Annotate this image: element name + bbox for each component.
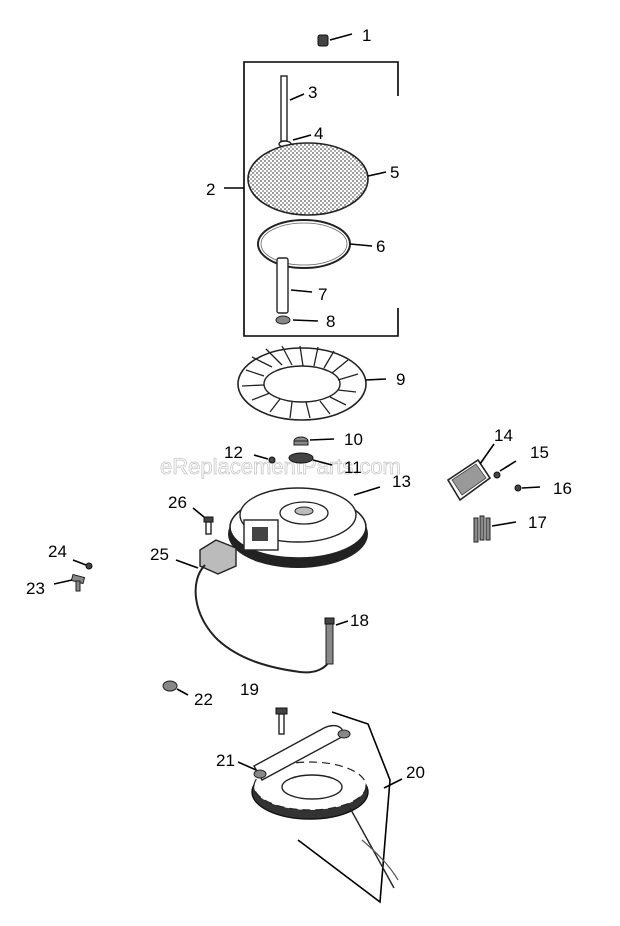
callout-25: 25 [150,545,169,564]
callout-23: 23 [26,579,45,598]
callout-6: 6 [376,237,385,256]
part-19-bolt [275,707,288,735]
part-17-connector [473,515,517,543]
part-2-screen-assembly-bracket [224,61,399,337]
callout-5: 5 [390,163,399,182]
callout-17: 17 [528,513,547,532]
callout-26: 26 [168,493,187,512]
part-26-screw [192,507,214,535]
callout-12: 12 [224,443,243,462]
part-22-terminal [162,680,189,696]
callout-21: 21 [216,751,235,770]
callout-9: 9 [396,370,405,389]
part-6-retaining-ring [257,219,373,269]
part-20-stator [251,711,403,904]
callout-24: 24 [48,542,67,561]
callout-10: 10 [344,430,363,449]
part-7-spacer [276,257,313,314]
part-13-flywheel [228,486,381,568]
part-5-debris-screen [247,142,387,216]
part-8-nut [275,315,319,325]
callout-2: 2 [206,180,215,199]
callout-1: 1 [362,26,371,45]
part-15-screw [493,460,517,479]
part-14-regulator [446,443,495,502]
part-21-bracket [237,724,351,781]
callout-22: 22 [194,690,213,709]
part-16-screw [514,484,541,492]
callout-11: 11 [344,458,362,477]
callout-20: 20 [406,763,425,782]
callout-13: 13 [392,472,411,491]
callout-8: 8 [326,312,335,331]
part-23-terminal [53,573,86,592]
watermark-text: eReplacementParts.com [160,454,401,479]
part-1-plug [317,33,353,47]
callout-3: 3 [308,83,317,102]
callout-18: 18 [350,611,369,630]
part-18-spark-plug-boot [324,617,349,665]
part-10-flywheel-nut [293,436,335,446]
part-25-ignition-module [175,539,331,674]
callout-16: 16 [553,479,572,498]
part-3-stud [280,75,305,142]
part-24-clip [72,559,93,570]
callout-14: 14 [494,426,513,445]
callout-19: 19 [240,680,259,699]
callout-15: 15 [530,443,549,462]
part-12-screw [253,454,276,464]
part-11-flywheel-washer [288,452,333,466]
part-9-fan [237,345,387,421]
callout-7: 7 [318,285,327,304]
callout-4: 4 [314,124,323,143]
